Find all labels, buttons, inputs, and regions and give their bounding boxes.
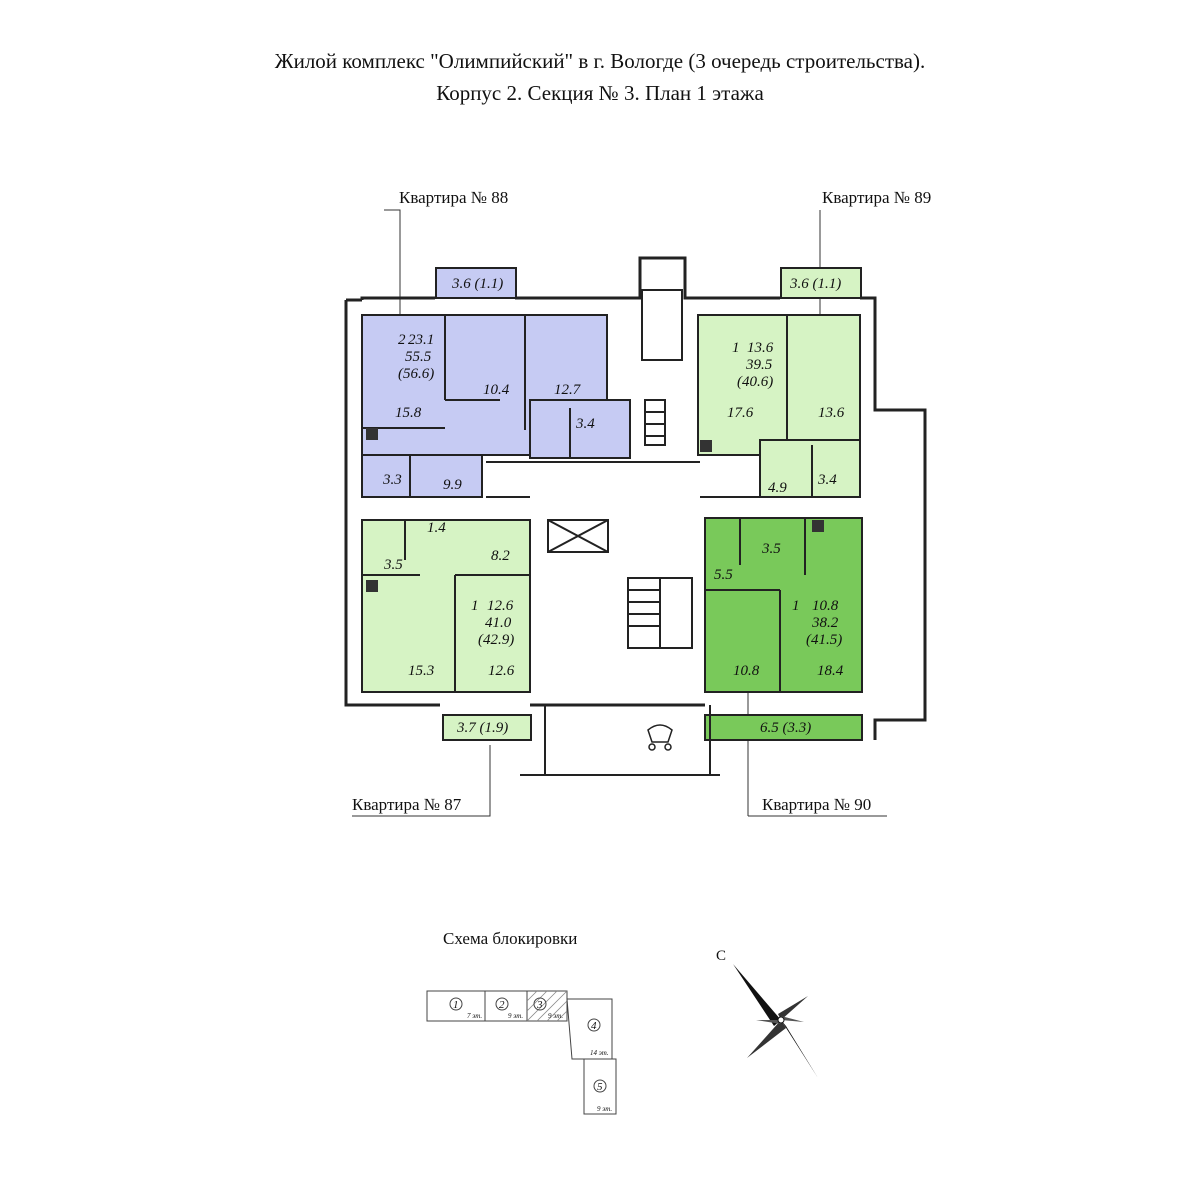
- a88-room-kitchen: 15.8: [395, 405, 422, 421]
- a88-balcony-area: 3.6 (1.1): [451, 276, 503, 292]
- apartment-88-label: Квартира № 88: [399, 188, 509, 207]
- apartment-87: [361, 519, 532, 741]
- a88-total-with-balcony: (56.6): [398, 366, 434, 382]
- area-labels: 3.6 (1.1) 2 23.1 55.5 (56.6) 15.8 10.4 1…: [382, 276, 845, 736]
- a90-rooms-count: 1: [792, 598, 800, 614]
- a89-balcony-area: 3.6 (1.1): [789, 276, 841, 292]
- apartment-87-label: Квартира № 87: [352, 795, 462, 814]
- plan-title: Жилой комплекс "Олимпийский" в г. Вологд…: [274, 49, 926, 73]
- apartment-90-label: Квартира № 90: [762, 795, 872, 814]
- scheme-floors-2: 9 эт.: [508, 1012, 523, 1020]
- apartment-89-riser-icon: [700, 440, 712, 452]
- a88-room-hall: 9.9: [443, 477, 462, 493]
- scheme-floors-3: 9 эт.: [548, 1012, 563, 1020]
- apartment-89-label: Квартира № 89: [822, 188, 932, 207]
- apartment-90-block: [704, 517, 863, 693]
- a87-total-area: 41.0: [485, 615, 512, 631]
- a88-room-wc: 3.3: [382, 472, 402, 488]
- a89-room-living: 13.6: [818, 405, 845, 421]
- a87-room-kitchen: 15.3: [408, 663, 434, 679]
- a87-balcony-area: 3.7 (1.9): [456, 720, 508, 736]
- a90-total-area: 38.2: [811, 615, 839, 631]
- a89-room-kitchen: 17.6: [727, 405, 754, 421]
- a87-living-area: 12.6: [487, 598, 514, 614]
- a87-rooms-count: 1: [471, 598, 479, 614]
- a88-room-bath: 3.4: [575, 416, 595, 432]
- a89-living-area: 13.6: [747, 340, 774, 356]
- blocking-scheme-title: Схема блокировки: [443, 929, 578, 948]
- a90-room-bath: 3.5: [761, 541, 781, 557]
- apartment-88-riser-icon: [366, 428, 378, 440]
- scheme-num-4: 4: [591, 1020, 597, 1032]
- a90-living-area: 10.8: [812, 598, 839, 614]
- scheme-floor-counts: 7 эт. 9 эт. 9 эт. 14 эт. 9 эт.: [467, 1012, 612, 1113]
- apartment-88-lower: [361, 454, 483, 498]
- scheme-num-3: 3: [536, 999, 543, 1011]
- compass-rose-icon: [733, 964, 818, 1078]
- a90-room-kitchen: 10.8: [733, 663, 760, 679]
- a88-total-area: 55.5: [405, 349, 432, 365]
- a87-room-wc: 1.4: [427, 520, 446, 536]
- apartment-89: [697, 267, 862, 498]
- apartment-90-riser-icon: [812, 520, 824, 532]
- blocking-scheme: [426, 990, 617, 1115]
- scheme-floors-1: 7 эт.: [467, 1012, 482, 1020]
- building-outline: [344, 256, 927, 740]
- apartment-88-bath-block: [529, 399, 631, 459]
- plan-subtitle: Корпус 2. Секция № 3. План 1 этажа: [436, 81, 764, 105]
- scheme-section-3-hatch: [526, 990, 568, 1022]
- apartment-89-upper: [697, 314, 861, 456]
- a87-room-hall: 8.2: [491, 548, 510, 564]
- a89-total-area: 39.5: [745, 357, 773, 373]
- apartment-88-balcony: [435, 267, 517, 299]
- apartment-87-riser-icon: [366, 580, 378, 592]
- upper-landing: [641, 289, 683, 361]
- a89-room-hall: 4.9: [768, 480, 787, 496]
- elevator-shaft: [547, 519, 609, 553]
- a90-balcony-area: 6.5 (3.3): [760, 720, 811, 736]
- a90-room-living: 18.4: [817, 663, 844, 679]
- a88-room-bedroom: 10.4: [483, 382, 510, 398]
- a89-rooms-count: 1: [732, 340, 740, 356]
- a89-room-bath: 3.4: [817, 472, 837, 488]
- a87-room-living: 12.6: [488, 663, 515, 679]
- apartment-89-balcony: [780, 267, 862, 299]
- a90-room-hall: 5.5: [714, 567, 733, 583]
- a88-rooms-count: 2: [398, 332, 406, 348]
- apartment-87-block: [361, 519, 531, 693]
- scheme-num-2: 2: [499, 999, 505, 1011]
- a88-room-living: 12.7: [554, 382, 582, 398]
- apartment-87-balcony: [442, 714, 532, 741]
- stroller-icon: [647, 724, 673, 751]
- scheme-num-1: 1: [453, 999, 459, 1011]
- a88-living-area: 23.1: [408, 332, 434, 348]
- a87-room-bath: 3.5: [383, 557, 403, 573]
- scheme-floors-4: 14 эт.: [590, 1049, 609, 1057]
- scheme-section-numbers: 1 2 3 4 5: [453, 999, 603, 1093]
- scheme-section-5: [583, 1058, 617, 1115]
- apartment-88: [361, 267, 631, 498]
- scheme-floors-5: 9 эт.: [597, 1105, 612, 1113]
- apartment-90: [704, 517, 863, 741]
- upper-stairs: [644, 399, 666, 446]
- apartment-89-lower: [759, 439, 861, 498]
- stair-core: [486, 289, 760, 776]
- scheme-num-5: 5: [597, 1081, 603, 1093]
- apartment-90-balcony: [704, 714, 863, 741]
- a89-total-with-balcony: (40.6): [737, 374, 773, 390]
- compass-north-label: С: [716, 948, 726, 964]
- a87-total-with-balcony: (42.9): [478, 632, 514, 648]
- a90-total-with-balcony: (41.5): [806, 632, 842, 648]
